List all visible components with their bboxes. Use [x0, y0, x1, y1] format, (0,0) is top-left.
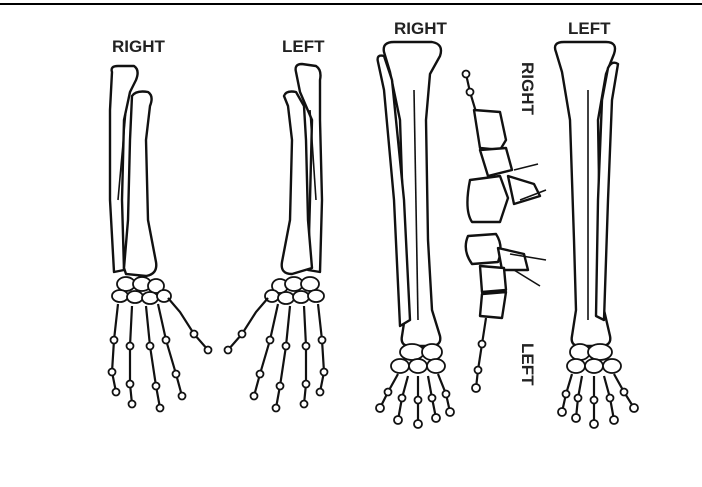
label-leg-left: LEFT	[568, 19, 611, 38]
right-arm-illustration	[109, 66, 212, 412]
label-arm-right: RIGHT	[112, 37, 166, 56]
label-foot-left: LEFT	[518, 343, 537, 386]
label-arm-left: LEFT	[282, 37, 325, 56]
right-leg-illustration	[376, 42, 454, 428]
label-foot-right: RIGHT	[518, 62, 537, 116]
left-leg-illustration	[555, 42, 638, 428]
left-arm-illustration	[225, 64, 328, 412]
label-leg-right: RIGHT	[394, 19, 448, 38]
